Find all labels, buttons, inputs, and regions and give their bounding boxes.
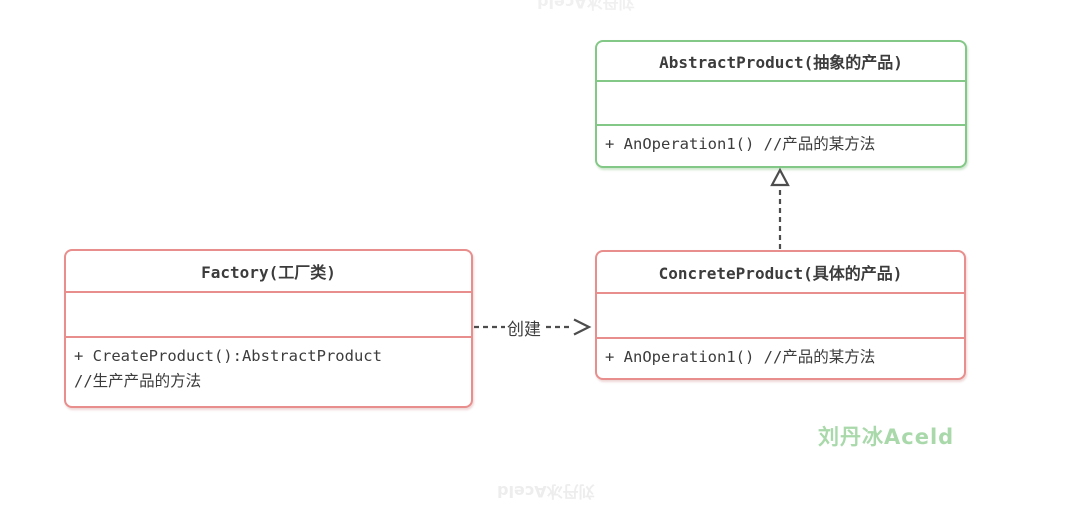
class-box-abstract-product: AbstractProduct(抽象的产品) + AnOperation1() … [595, 40, 967, 168]
class-methods-abstract-product: + AnOperation1() //产品的某方法 [597, 126, 965, 166]
class-attributes-abstract-product [597, 82, 965, 126]
method-line: //生产产品的方法 [74, 372, 202, 390]
open-arrowhead-icon [573, 318, 592, 336]
class-title-factory: Factory(工厂类) [66, 251, 471, 293]
faint-watermark-top: 刘丹冰Aceld [537, 0, 635, 12]
class-attributes-concrete-product [597, 294, 964, 339]
method-line: + AnOperation1() //产品的某方法 [605, 348, 876, 366]
create-relation-label: 创建 [505, 315, 543, 340]
method-line: + AnOperation1() //产品的某方法 [605, 135, 876, 153]
hollow-triangle-arrowhead-icon [770, 167, 790, 187]
class-box-factory: Factory(工厂类) + CreateProduct():AbstractP… [64, 249, 473, 408]
method-line: + CreateProduct():AbstractProduct [74, 347, 382, 365]
class-box-concrete-product: ConcreteProduct(具体的产品) + AnOperation1() … [595, 250, 966, 380]
class-methods-concrete-product: + AnOperation1() //产品的某方法 [597, 339, 964, 376]
class-title-concrete-product: ConcreteProduct(具体的产品) [597, 252, 964, 294]
realization-arrow [770, 167, 790, 249]
class-title-abstract-product: AbstractProduct(抽象的产品) [597, 42, 965, 82]
class-attributes-factory [66, 293, 471, 338]
class-methods-factory: + CreateProduct():AbstractProduct //生产产品… [66, 338, 471, 404]
faint-watermark-bottom: 刘丹冰Aceld [497, 482, 595, 501]
author-watermark: 刘丹冰Aceld [818, 425, 955, 449]
